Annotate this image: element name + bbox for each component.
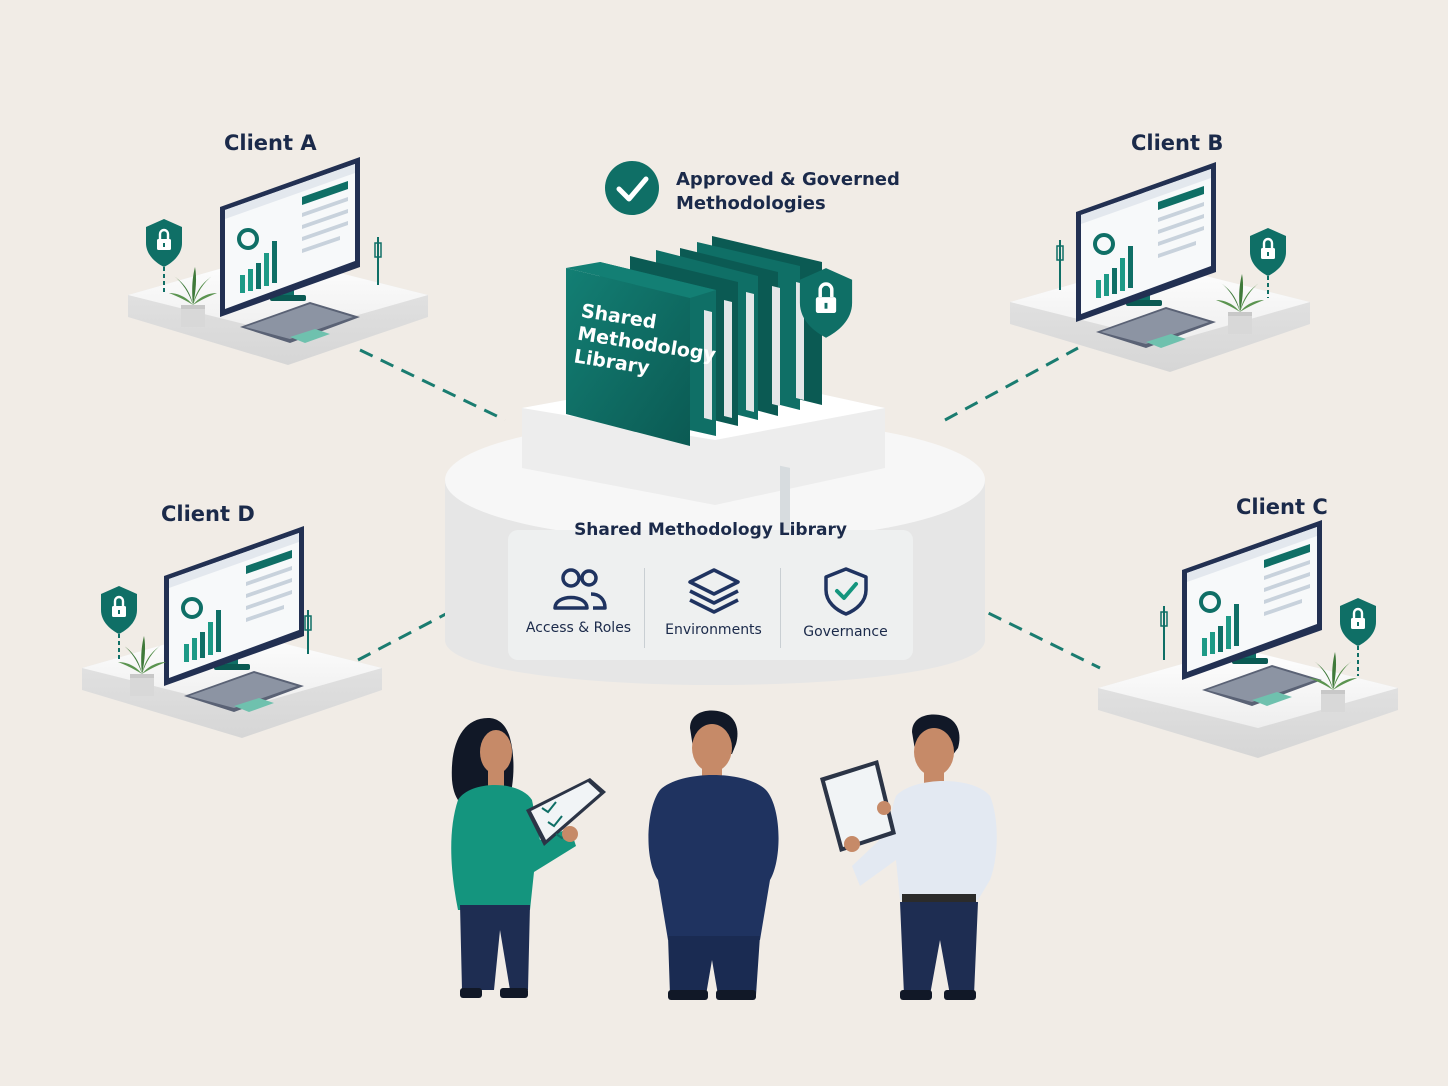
client-c-station <box>1098 518 1398 758</box>
feature-label-access-roles: Access & Roles <box>525 620 632 636</box>
approved-line-1: Approved & Governed <box>676 169 900 190</box>
client-a-label: Client A <box>224 131 317 155</box>
person-man-shirt-tablet <box>820 550 997 1000</box>
feature-access-roles: Access & Roles <box>511 566 646 636</box>
feature-label-environments: Environments <box>665 622 762 638</box>
feature-environments: Environments <box>646 566 781 638</box>
approved-badge: Approved & Governed Methodologies <box>676 168 900 216</box>
client-a-station <box>128 155 428 365</box>
feature-governance: Governance <box>778 566 913 640</box>
client-b-station <box>1010 160 1310 372</box>
connector-c <box>967 601 1101 670</box>
connector-b <box>944 346 1079 422</box>
approved-badge-text: Approved & Governed Methodologies <box>676 168 900 216</box>
panel-divider-2 <box>780 568 781 648</box>
connector-a <box>359 348 506 422</box>
approved-line-2: Methodologies <box>676 193 826 214</box>
client-c-label: Client C <box>1236 495 1328 519</box>
methodology-binders <box>566 236 822 558</box>
users-icon <box>552 568 607 610</box>
client-d-label: Client D <box>161 502 255 526</box>
client-d-station <box>82 524 382 738</box>
layers-icon <box>687 568 740 614</box>
client-b-label: Client B <box>1131 131 1224 155</box>
feature-label-governance: Governance <box>803 624 888 640</box>
person-woman-tablet <box>451 718 606 998</box>
panel-divider-1 <box>644 568 645 648</box>
person-man-suit <box>648 710 779 1000</box>
approved-check-icon <box>605 161 659 215</box>
panel-title: Shared Methodology Library <box>574 520 847 540</box>
shield-check-icon <box>823 567 868 616</box>
library-feature-panel: Shared Methodology Library Access & Role… <box>508 520 913 660</box>
